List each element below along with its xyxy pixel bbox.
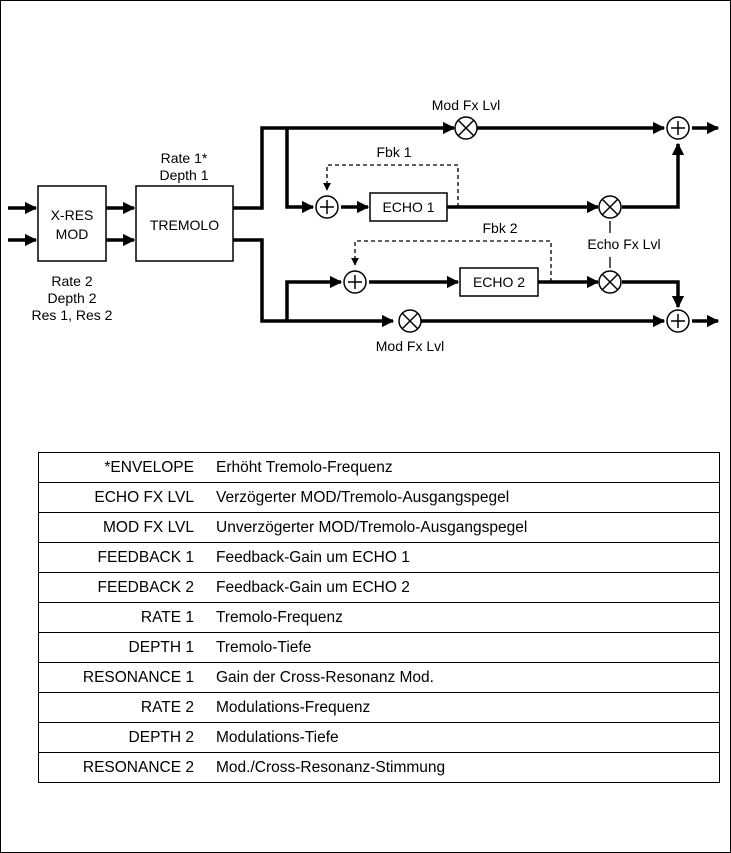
echo1-mult-to-out-sum [622,142,685,209]
echo2-mult-to-out-sum [622,280,685,309]
echo1-label: ECHO 1 [382,199,434,215]
param-description: Unverzögerter MOD/Tremolo-Ausgangspegel [216,512,720,543]
mod-fx-lvl-bottom-label: Mod Fx Lvl [376,338,444,354]
depth2-label: Depth 2 [47,290,96,306]
to-echo1-sum [285,128,315,214]
x-res-label-1: X-RES [51,207,94,223]
mod-fx-lvl-top-label: Mod Fx Lvl [432,97,500,113]
rate2-label: Rate 2 [51,273,92,289]
rate1-label: Rate 1* [161,150,208,166]
echo2-block: ECHO 2 [459,267,539,297]
sum-node-echo2 [343,270,367,294]
param-description: Verzögerter MOD/Tremolo-Ausgangspegel [216,482,720,513]
echo2-label: ECHO 2 [473,274,525,290]
feedback-wires [323,164,552,282]
sum-nodes [315,116,690,333]
signal-wires [8,121,720,328]
signal-flow-diagram: X-RES MOD TREMOLO ECHO 1 ECHO 2 [8,97,720,354]
multiplier-echo1 [598,195,622,219]
sum-node-echo1 [315,195,339,219]
tremolo-out-upper [233,121,456,210]
param-name: *ENVELOPE [38,452,216,483]
param-description: Mod./Cross-Resonanz-Stimmung [216,752,720,783]
fbk2-label: Fbk 2 [482,220,517,236]
fbk1-path [323,164,459,207]
param-description: Feedback-Gain um ECHO 2 [216,572,720,603]
param-description: Feedback-Gain um ECHO 1 [216,542,720,573]
param-name: RESONANCE 1 [38,662,216,693]
param-name: FEEDBACK 1 [38,542,216,573]
multiplier-nodes [398,116,622,333]
fbk2-path [351,240,552,282]
param-name: MOD FX LVL [38,512,216,543]
param-name: DEPTH 2 [38,722,216,753]
multiplier-echo2 [598,270,622,294]
echo1-block: ECHO 1 [369,192,448,222]
to-echo2-sum [285,275,343,321]
x-res-mod-block: X-RES MOD [37,185,107,262]
param-description: Gain der Cross-Resonanz Mod. [216,662,720,693]
param-name: RATE 1 [38,602,216,633]
res-label: Res 1, Res 2 [32,307,113,323]
sum-node-output-bottom [666,309,690,333]
depth1-label: Depth 1 [159,167,208,183]
param-name: ECHO FX LVL [38,482,216,513]
tremolo-block: TREMOLO [135,185,234,262]
param-description: Modulations-Frequenz [216,692,720,723]
param-name: FEEDBACK 2 [38,572,216,603]
tremolo-out-lower [233,238,395,328]
tremolo-label: TREMOLO [150,217,219,233]
x-res-label-2: MOD [56,226,89,242]
param-description: Modulations-Tiefe [216,722,720,753]
multiplier-mod-bottom [398,309,422,333]
param-description: Tremolo-Tiefe [216,632,720,663]
param-description: Tremolo-Frequenz [216,602,720,633]
param-description: Erhöht Tremolo-Frequenz [216,452,720,483]
param-name: RESONANCE 2 [38,752,216,783]
fbk1-label: Fbk 1 [376,144,411,160]
multiplier-mod-top [454,116,478,140]
echo-fx-lvl-label: Echo Fx Lvl [587,236,660,252]
sum-node-output-top [666,116,690,140]
param-name: RATE 2 [38,692,216,723]
param-name: DEPTH 1 [38,632,216,663]
